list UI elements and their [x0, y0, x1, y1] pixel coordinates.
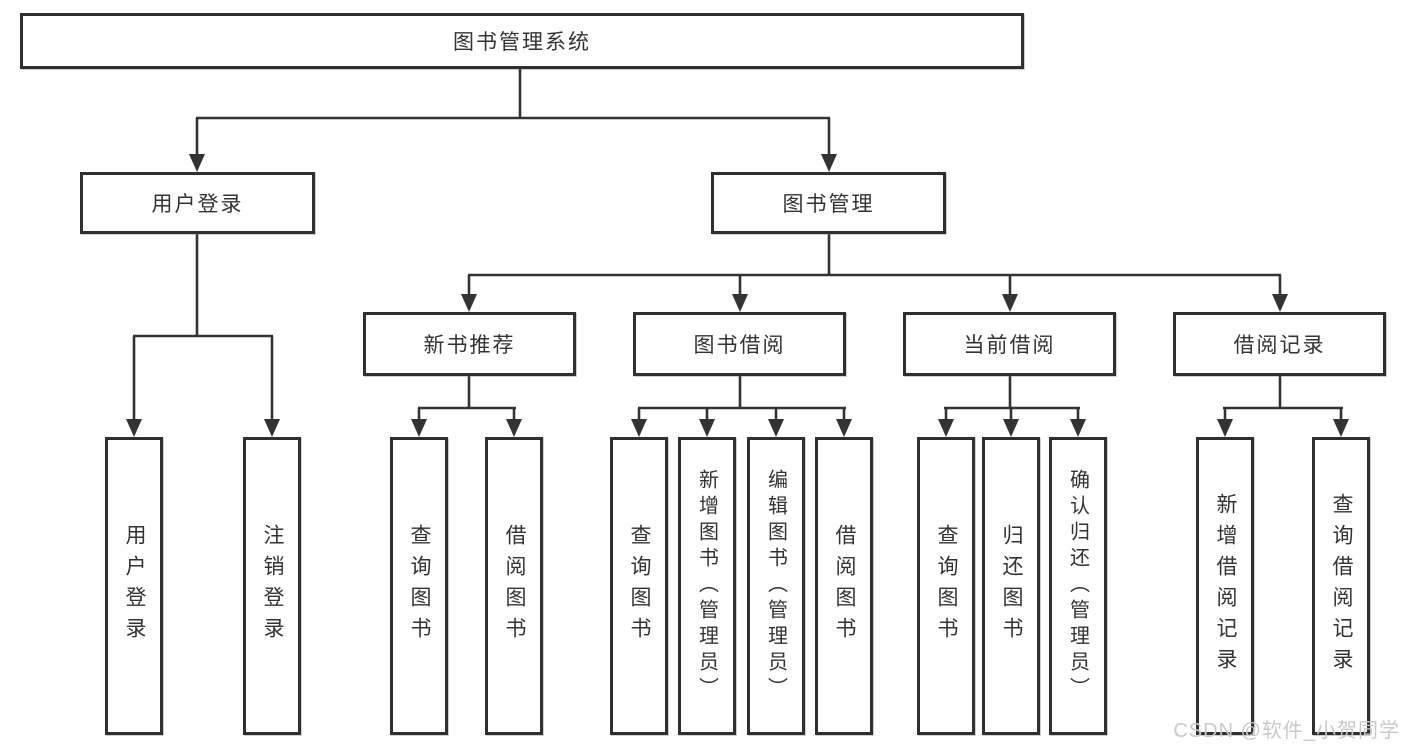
node-book-borrow: 图书借阅: [633, 312, 846, 376]
leaf-br-add-record: 新增借阅记录: [1196, 437, 1254, 735]
leaf-nb-borrow-books: 借阅图书: [485, 437, 543, 735]
leaf-nb-query-books: 查询图书: [390, 437, 448, 735]
leaf-bb-query-books: 查询图书: [610, 437, 668, 735]
node-new-book-recommend: 新书推荐: [363, 312, 576, 376]
csdn-watermark: CSDN @软件_小贺同学: [1173, 720, 1400, 742]
leaf-user-login: 用户登录: [105, 437, 163, 735]
leaf-br-query-record: 查询借阅记录: [1312, 437, 1370, 735]
node-book-management: 图书管理: [711, 172, 946, 234]
leaf-cb-confirm-return-admin: 确认归还（管理员）: [1049, 437, 1107, 735]
leaf-bb-add-books-admin: 新增图书（管理员）: [678, 437, 736, 735]
leaf-cb-query-books: 查询图书: [917, 437, 975, 735]
leaf-logout-login: 注销登录: [243, 437, 301, 735]
node-root: 图书管理系统: [20, 13, 1024, 69]
node-borrow-records: 借阅记录: [1173, 312, 1386, 376]
node-current-borrow: 当前借阅: [903, 312, 1116, 376]
leaf-cb-return-books: 归还图书: [982, 437, 1040, 735]
node-user-login: 用户登录: [80, 172, 315, 234]
leaf-bb-borrow-books: 借阅图书: [815, 437, 873, 735]
leaf-bb-edit-books-admin: 编辑图书（管理员）: [747, 437, 805, 735]
